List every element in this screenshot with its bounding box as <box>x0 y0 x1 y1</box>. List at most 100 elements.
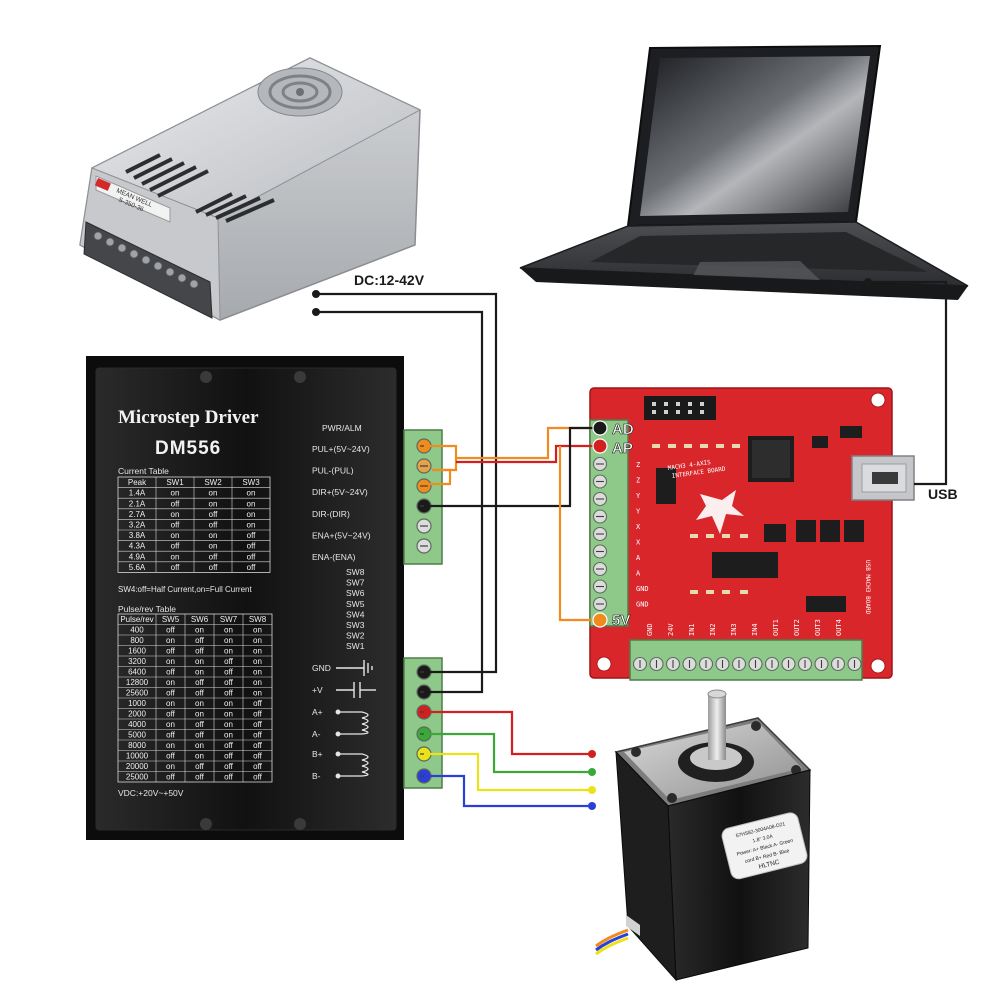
wires <box>316 280 948 808</box>
table-cell: 25000 <box>126 773 149 782</box>
table-cell: off <box>224 741 234 750</box>
wire-b-minus <box>424 774 592 808</box>
table-cell: off <box>224 689 234 698</box>
table-cell: on <box>166 636 175 645</box>
table-cell: off <box>166 731 176 740</box>
table-cell: 1600 <box>128 647 146 656</box>
board-bottom-pin: 24V <box>667 623 675 636</box>
table-header-cell: SW5 <box>162 615 180 624</box>
board-left-pin: X <box>636 523 641 531</box>
table-cell: on <box>224 699 233 708</box>
signal-terminal-block <box>403 429 443 565</box>
psu-fan <box>257 67 343 117</box>
table-cell: off <box>253 699 263 708</box>
table-cell: on <box>195 741 204 750</box>
table-cell: 2.1A <box>129 499 146 508</box>
five-volt-label: 5V <box>612 612 630 629</box>
table-cell: on <box>195 626 204 635</box>
table-cell: on <box>247 499 256 508</box>
switch-label: SW2 <box>346 631 365 641</box>
pwr-alm-label: PWR/ALM <box>322 423 362 433</box>
switch-label: SW4 <box>346 609 365 619</box>
table-cell: off <box>195 762 205 771</box>
wire-a-plus <box>424 710 592 756</box>
stepper-driver: Microstep Driver DM556 Current Table Pea… <box>86 356 443 840</box>
wire-dir-plus-loop <box>424 468 452 486</box>
ground-symbol <box>336 660 373 676</box>
table-cell: 10000 <box>126 752 149 761</box>
signal-pin-label: DIR-(DIR) <box>312 509 350 519</box>
table-cell: on <box>247 510 256 519</box>
power-pin-label: B+ <box>312 749 323 759</box>
table-cell: off <box>195 731 205 740</box>
eagle-logo <box>696 490 744 534</box>
board-bottom-pin: OUT4 <box>835 619 843 636</box>
power-pin-label: A- <box>312 729 321 739</box>
table-cell: 400 <box>130 626 144 635</box>
motor-lead-wires <box>595 928 629 956</box>
table-cell: 3.8A <box>129 531 146 540</box>
table-cell: on <box>195 752 204 761</box>
table-cell: on <box>224 710 233 719</box>
table-cell: on <box>195 699 204 708</box>
table-cell: off <box>224 752 234 761</box>
table-cell: on <box>253 636 262 645</box>
table-cell: on <box>224 647 233 656</box>
table-cell: 3200 <box>128 657 146 666</box>
table-cell: on <box>166 657 175 666</box>
wire-endpoints <box>312 278 872 810</box>
table-cell: off <box>166 710 176 719</box>
table-cell: on <box>253 657 262 666</box>
board-left-pin: Z <box>636 477 640 485</box>
table-cell: 2000 <box>128 710 146 719</box>
power-pin-label: GND <box>312 663 331 673</box>
psu-terminal-block <box>83 221 213 319</box>
table-cell: on <box>224 636 233 645</box>
table-cell: 5.6A <box>129 563 146 572</box>
table-cell: off <box>247 542 257 551</box>
table-header-cell: SW8 <box>249 615 267 624</box>
table-cell: 1000 <box>128 699 146 708</box>
table-cell: off <box>195 647 205 656</box>
table-cell: off <box>253 752 263 761</box>
table-cell: on <box>166 762 175 771</box>
ap-label: AP <box>612 440 633 457</box>
laptop <box>519 44 969 300</box>
table-cell: off <box>224 762 234 771</box>
signal-pin-labels: PUL+(5V~24V)PUL-(PUL)DIR+(5V~24V)DIR-(DI… <box>312 444 371 562</box>
table-cell: off <box>195 689 205 698</box>
table-cell: off <box>166 752 176 761</box>
power-pin-label: +V <box>312 685 323 695</box>
switch-label: SW1 <box>346 641 365 651</box>
board-bottom-pin: GND <box>646 623 654 636</box>
table-cell: on <box>253 626 262 635</box>
table-cell: 3.2A <box>129 521 146 530</box>
table-cell: off <box>224 678 234 687</box>
table-cell: off <box>166 689 176 698</box>
board-left-pin: Y <box>636 508 641 516</box>
board-bottom-pin: IN1 <box>688 623 696 636</box>
table-cell: on <box>253 668 262 677</box>
usb-b-port[interactable] <box>851 455 915 501</box>
vdc-note: VDC:+20V~+50V <box>118 788 184 798</box>
table-cell: off <box>166 647 176 656</box>
table-cell: 6400 <box>128 668 146 677</box>
table-cell: off <box>247 552 257 561</box>
board-left-pin: X <box>636 539 641 547</box>
wire-dir-minus-ad <box>424 426 600 508</box>
board-bottom-pin: OUT2 <box>793 619 801 636</box>
capacitor-symbol <box>336 682 376 698</box>
sw4-note: SW4:off=Half Current,on=Full Current <box>118 585 252 594</box>
table-cell: on <box>253 647 262 656</box>
table-cell: off <box>224 668 234 677</box>
table-cell: on <box>224 720 233 729</box>
coil-a-symbol <box>335 709 369 737</box>
usb-interface-board: MACH3 4-AXIS INTERFACE BOARD USB MACH3 B… <box>589 387 915 681</box>
board-bottom-pin: OUT3 <box>814 619 822 636</box>
table-cell: 4.3A <box>129 542 146 551</box>
board-left-pin: A <box>636 554 641 562</box>
table-cell: 800 <box>130 636 144 645</box>
